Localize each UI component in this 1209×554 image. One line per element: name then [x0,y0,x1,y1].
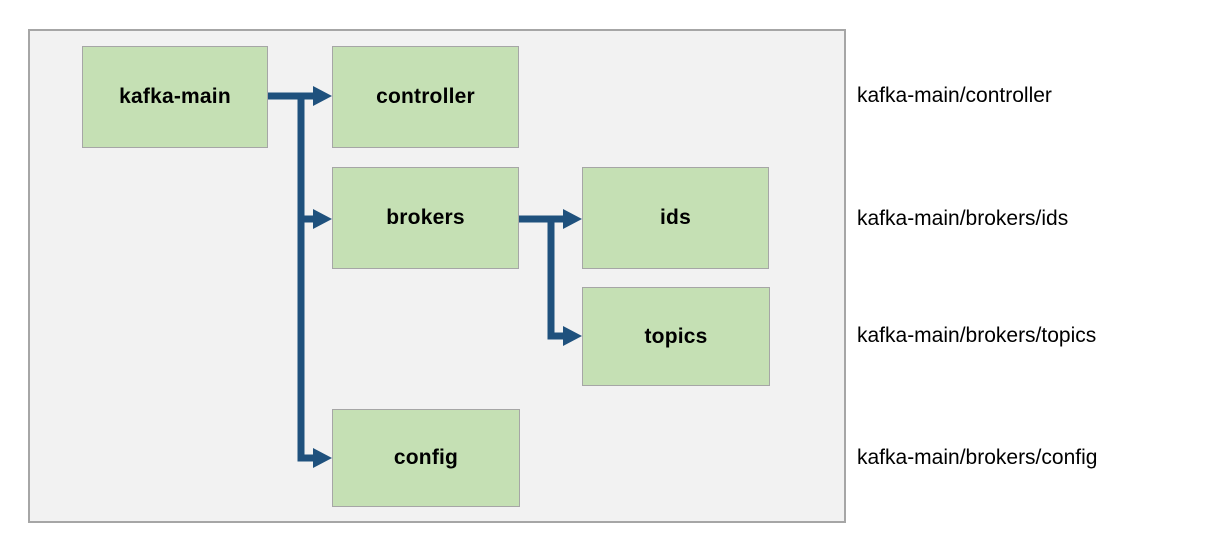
path-label-brokers-topics: kafka-main/brokers/topics [857,324,1097,347]
path-label-brokers-ids: kafka-main/brokers/ids [857,207,1069,230]
node-brokers: brokers [332,167,519,269]
node-topics: topics [582,287,770,386]
node-kafka-main-label: kafka-main [119,85,231,108]
path-label-controller: kafka-main/controller [857,84,1052,107]
node-kafka-main: kafka-main [82,46,268,148]
node-topics-label: topics [644,324,708,348]
node-brokers-label: brokers [386,206,465,229]
node-controller: controller [332,46,519,148]
path-label-brokers-config: kafka-main/brokers/config [857,446,1098,469]
node-controller-label: controller [376,85,475,108]
node-ids: ids [582,167,769,269]
node-config-label: config [393,446,459,469]
node-config: config [332,409,520,507]
node-ids-label: ids [660,206,691,229]
